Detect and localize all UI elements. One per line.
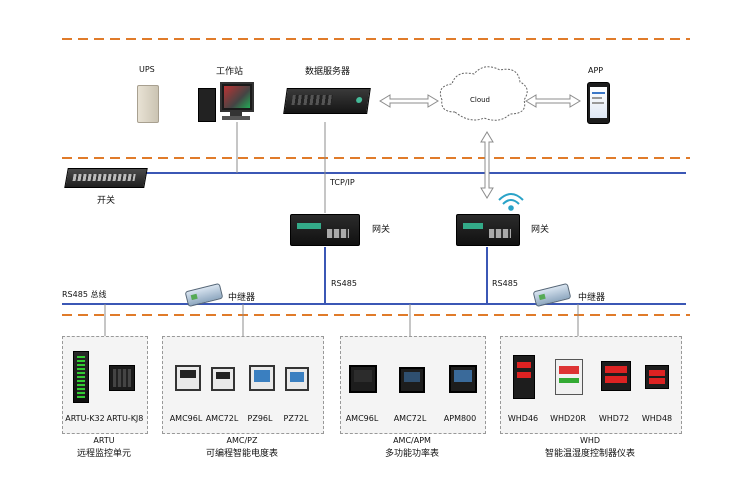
ups-label: UPS xyxy=(139,65,155,74)
server-icon xyxy=(283,88,371,114)
meter-icon xyxy=(285,367,309,391)
device-label: WHD72 xyxy=(598,414,630,423)
server-cloud-arrow xyxy=(379,94,439,108)
meter-icon xyxy=(601,361,631,391)
group-title: WHD xyxy=(579,436,601,445)
phone-icon xyxy=(587,82,610,124)
meter-icon xyxy=(73,351,89,403)
device-label: ARTU-K32 xyxy=(65,414,105,423)
cloud-app-arrow xyxy=(525,94,581,108)
cloud-label: Cloud xyxy=(470,96,490,104)
repeater1-label: 中继器 xyxy=(228,293,256,303)
rs485-bus-label: RS485 总线 xyxy=(62,290,107,299)
wifi-icon xyxy=(498,193,524,211)
device-group-artu: ARTU-K32 ARTU-KJ8 xyxy=(62,336,148,434)
device-label: AMC72L xyxy=(205,414,239,423)
group-subtitle: 可编程智能电度表 xyxy=(205,449,278,459)
meter-icon xyxy=(555,359,583,395)
meter-icon xyxy=(449,365,477,393)
tcpip-label: TCP/IP xyxy=(330,178,355,187)
meter-icon xyxy=(645,365,669,389)
device-group-amc-pz: AMC96L AMC72L PZ96L PZ72L xyxy=(162,336,324,434)
device-label: AMC72L xyxy=(393,414,427,423)
group-title: AMC/APM xyxy=(393,436,431,445)
device-group-amc-apm: AMC96L AMC72L APM800 xyxy=(340,336,486,434)
workstation-icon xyxy=(194,82,254,122)
group-subtitle: 远程监控单元 xyxy=(76,449,131,459)
cloud-gateway-arrow xyxy=(480,131,494,199)
rs485-label-2: RS485 xyxy=(492,279,518,288)
switch-label: 开关 xyxy=(97,196,116,206)
device-label: AMC96L xyxy=(169,414,203,423)
meter-icon xyxy=(249,365,275,391)
device-label: APM800 xyxy=(443,414,477,423)
group-title: ARTU xyxy=(93,436,115,445)
meter-icon xyxy=(175,365,201,391)
network-switch-icon xyxy=(64,168,148,188)
meter-icon xyxy=(349,365,377,393)
device-group-whd: WHD46 WHD20R WHD72 WHD48 xyxy=(500,336,682,434)
ups-icon xyxy=(137,85,159,123)
device-label: PZ96L xyxy=(247,414,273,423)
gateway1-label: 网关 xyxy=(372,225,391,235)
repeater2-label: 中继器 xyxy=(578,293,606,303)
meter-icon xyxy=(211,367,235,391)
device-label: PZ72L xyxy=(283,414,309,423)
cloud-icon xyxy=(439,66,528,121)
workstation-label: 工作站 xyxy=(216,67,244,77)
meter-icon xyxy=(513,355,535,399)
device-label: WHD46 xyxy=(507,414,539,423)
server-label: 数据服务器 xyxy=(305,67,351,77)
meter-icon xyxy=(109,365,135,391)
group-subtitle: 多功能功率表 xyxy=(384,449,439,459)
device-label: AMC96L xyxy=(345,414,379,423)
gateway-icon xyxy=(456,214,520,246)
meter-icon xyxy=(399,367,425,393)
group-title: AMC/PZ xyxy=(226,436,258,445)
gateway-icon xyxy=(290,214,360,246)
device-label: WHD48 xyxy=(641,414,673,423)
rs485-label-1: RS485 xyxy=(331,279,357,288)
group-subtitle: 智能温湿度控制器仪表 xyxy=(544,449,635,459)
gateway2-label: 网关 xyxy=(531,225,550,235)
device-label: ARTU-KJ8 xyxy=(106,414,144,423)
device-label: WHD20R xyxy=(550,414,586,423)
app-label: APP xyxy=(588,66,604,75)
